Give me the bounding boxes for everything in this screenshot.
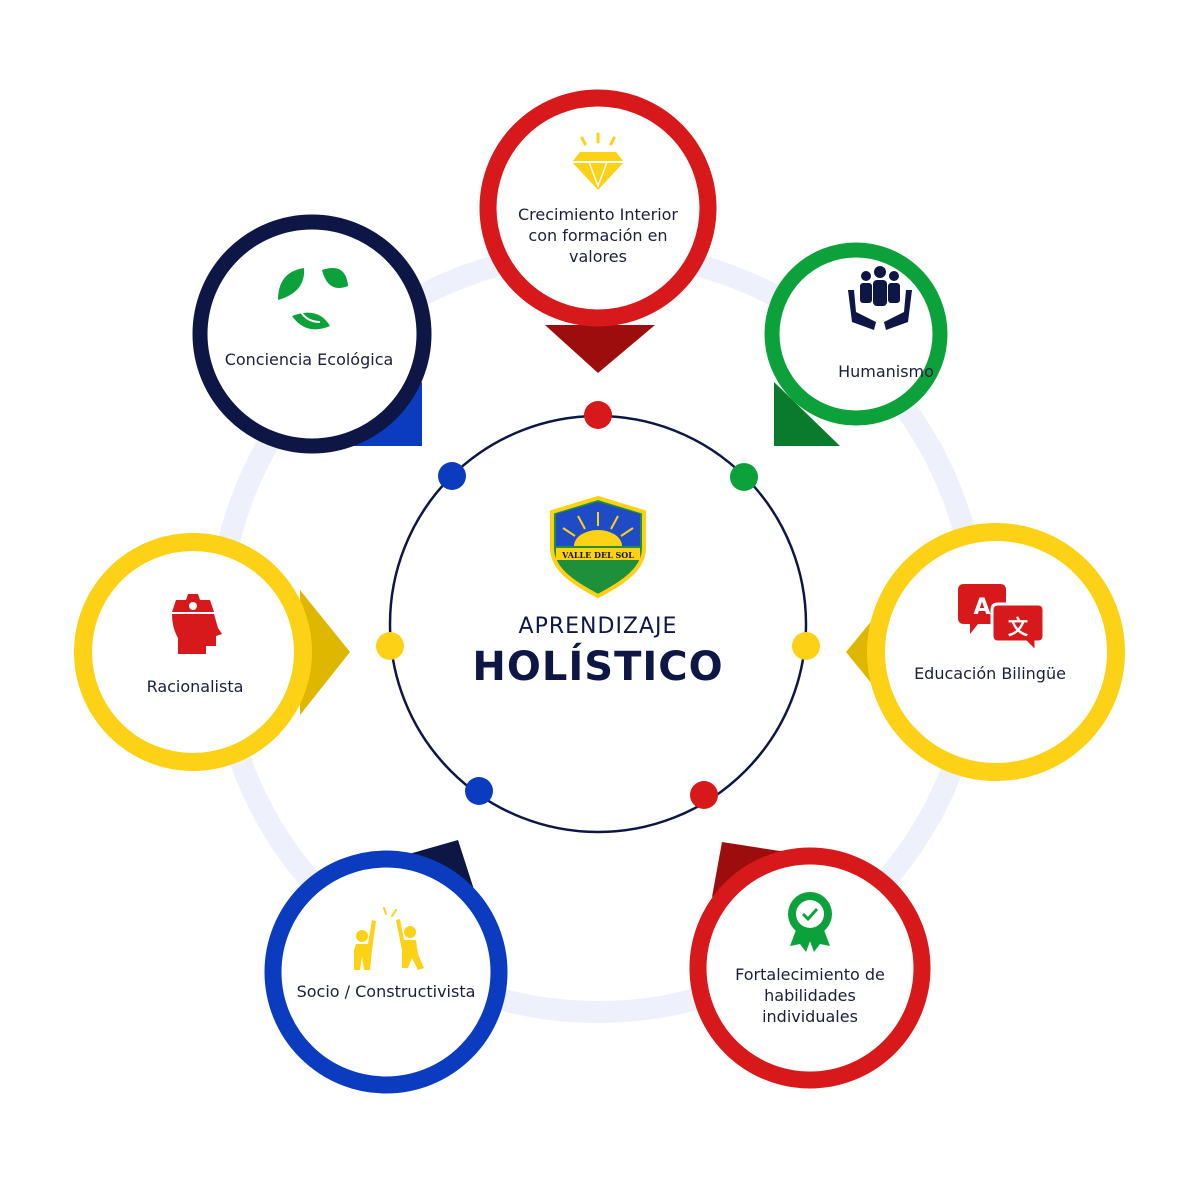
center-subtitle: APRENDIZAJE	[518, 614, 678, 639]
recycle-leaves-icon	[278, 268, 348, 330]
gear-head-icon	[172, 594, 222, 654]
valle-del-sol-logo: VALLE DEL SOL	[550, 495, 646, 599]
node-label-ecologica: Conciencia Ecológica	[224, 350, 394, 369]
node-label-bilingue: Educación Bilingüe	[914, 664, 1066, 683]
dot-right	[792, 632, 820, 660]
node-ring-socio	[264, 850, 508, 1094]
dot-left	[376, 632, 404, 660]
node-ring-bilingue	[867, 523, 1125, 781]
dot-top-right	[730, 463, 758, 491]
svg-text:A: A	[973, 595, 990, 620]
pointer-humanismo	[774, 382, 840, 446]
node-label-racionalista: Racionalista	[146, 677, 244, 696]
pointer-crecimiento	[545, 325, 655, 373]
dot-top	[584, 401, 612, 429]
node-label-crecimiento: Crecimiento Interior con formación en va…	[517, 205, 678, 266]
node-label-humanismo: Humanismo	[838, 362, 934, 381]
diamond-icon	[572, 132, 624, 190]
node-label-fortalecimiento: Fortalecimiento de habilidades individua…	[735, 965, 885, 1026]
center-title: HOLÍSTICO	[472, 644, 724, 690]
award-badge-icon	[788, 892, 832, 952]
logo-text: VALLE DEL SOL	[561, 550, 634, 560]
svg-text:文: 文	[1008, 615, 1029, 639]
pointer-racionalista	[300, 590, 350, 715]
node-ring-ecologica	[192, 214, 432, 454]
dot-bottom-left	[465, 777, 493, 805]
node-ring-fortalecimiento	[689, 847, 931, 1089]
node-ring-humanismo	[764, 242, 948, 426]
high-five-icon	[354, 907, 424, 970]
node-label-socio: Socio / Constructivista	[296, 982, 476, 1001]
people-in-hands-icon	[848, 266, 912, 330]
translate-icon: A 文	[958, 584, 1046, 656]
dot-top-left	[438, 462, 466, 490]
node-ring-crecimiento	[479, 89, 717, 327]
dot-bottom-right	[690, 781, 718, 809]
